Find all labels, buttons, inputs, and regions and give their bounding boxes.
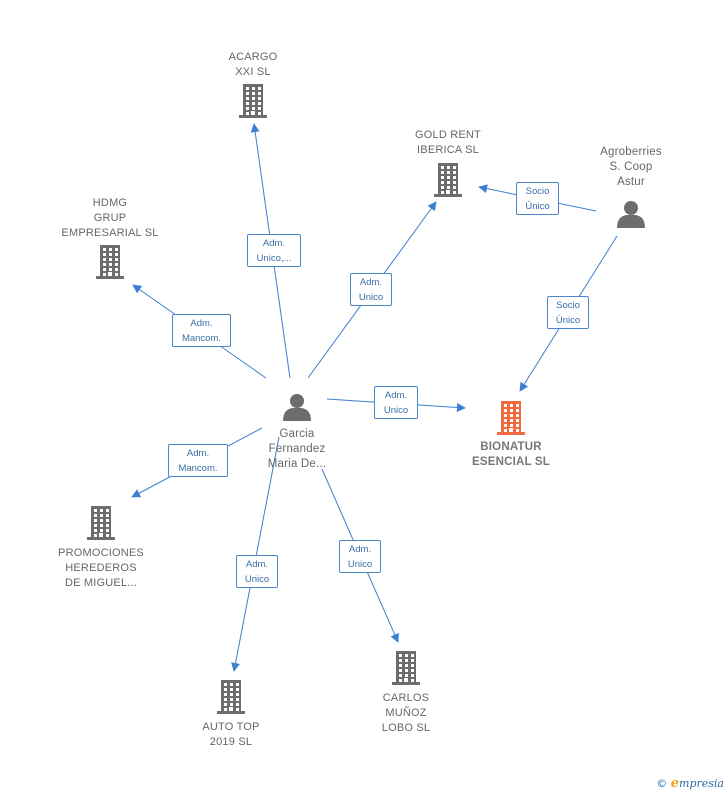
- building-icon-hdmg[interactable]: [96, 245, 124, 279]
- edge-label-garcia-to-acargo[interactable]: Adm. Unico,...: [247, 234, 301, 267]
- building-icon-acargo[interactable]: [239, 84, 267, 118]
- node-label-promociones[interactable]: PROMOCIONES HEREDEROS DE MIGUEL...: [58, 547, 144, 589]
- edge-garcia-to-autotop: [231, 436, 280, 672]
- edge-label-garcia-to-autotop[interactable]: Adm. Unico: [236, 555, 278, 588]
- copyright-icon: ©: [656, 777, 668, 790]
- person-icon-agro[interactable]: [617, 201, 645, 228]
- node-label-agro[interactable]: Agroberries S. Coop Astur: [600, 146, 662, 188]
- edge-label-garcia-to-promociones[interactable]: Adm. Mancom.: [168, 444, 228, 477]
- building-icon-autotop[interactable]: [217, 680, 245, 714]
- node-label-autotop[interactable]: AUTO TOP 2019 SL: [202, 721, 260, 748]
- building-icon-carlos[interactable]: [392, 651, 420, 685]
- brand-e: e: [670, 776, 680, 791]
- node-label-bionatur[interactable]: BIONATUR ESENCIAL SL: [471, 441, 551, 468]
- empresia-brand[interactable]: © empresia: [656, 776, 724, 791]
- node-label-garcia[interactable]: Garcia Fernandez Maria De...: [267, 428, 327, 470]
- edge-label-garcia-to-bionatur[interactable]: Adm. Unico: [374, 386, 418, 419]
- building-icon-promociones[interactable]: [87, 506, 115, 540]
- brand-rest: mpresia: [679, 777, 724, 790]
- node-label-hdmg[interactable]: HDMG GRUP EMPRESARIAL SL: [61, 197, 159, 239]
- node-label-gold[interactable]: GOLD RENT IBERICA SL: [415, 129, 481, 156]
- edge-label-garcia-to-hdmg[interactable]: Adm. Mancom.: [172, 314, 231, 347]
- node-label-carlos[interactable]: CARLOS MUÑOZ LOBO SL: [381, 692, 431, 734]
- building-icon-gold[interactable]: [434, 163, 462, 197]
- person-icon-garcia[interactable]: [283, 394, 311, 421]
- building-icon-bionatur[interactable]: [497, 401, 525, 435]
- edge-label-garcia-to-gold[interactable]: Adm. Unico: [350, 273, 392, 306]
- edge-label-garcia-to-carlos[interactable]: Adm. Unico: [339, 540, 381, 573]
- edge-label-agro-to-gold[interactable]: Socio Único: [516, 182, 559, 215]
- node-label-acargo[interactable]: ACARGO XXI SL: [228, 51, 278, 78]
- edge-label-agro-to-bionatur[interactable]: Socio Único: [547, 296, 589, 329]
